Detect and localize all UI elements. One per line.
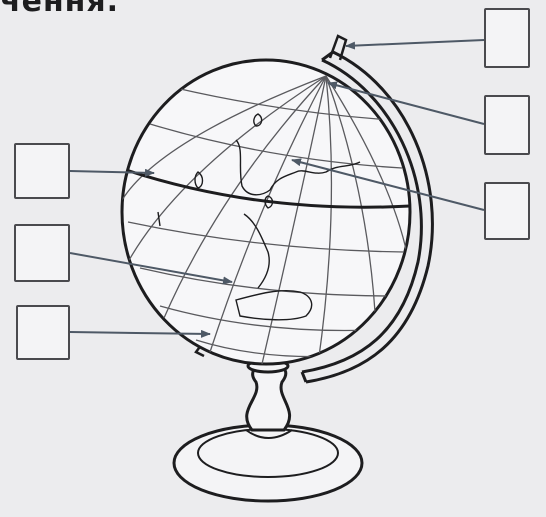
stand-pillar — [247, 364, 290, 430]
globe-stand — [174, 360, 362, 501]
answer-box-left-2[interactable] — [14, 224, 70, 282]
answer-box-right-1[interactable] — [484, 8, 530, 68]
stand-base — [174, 425, 362, 501]
answer-box-right-2[interactable] — [484, 95, 530, 155]
answer-box-right-3[interactable] — [484, 182, 530, 240]
answer-box-left-3[interactable] — [16, 305, 70, 360]
arrow-right-1 — [346, 40, 484, 46]
globe-sphere — [122, 60, 410, 364]
answer-box-left-1[interactable] — [14, 143, 70, 199]
